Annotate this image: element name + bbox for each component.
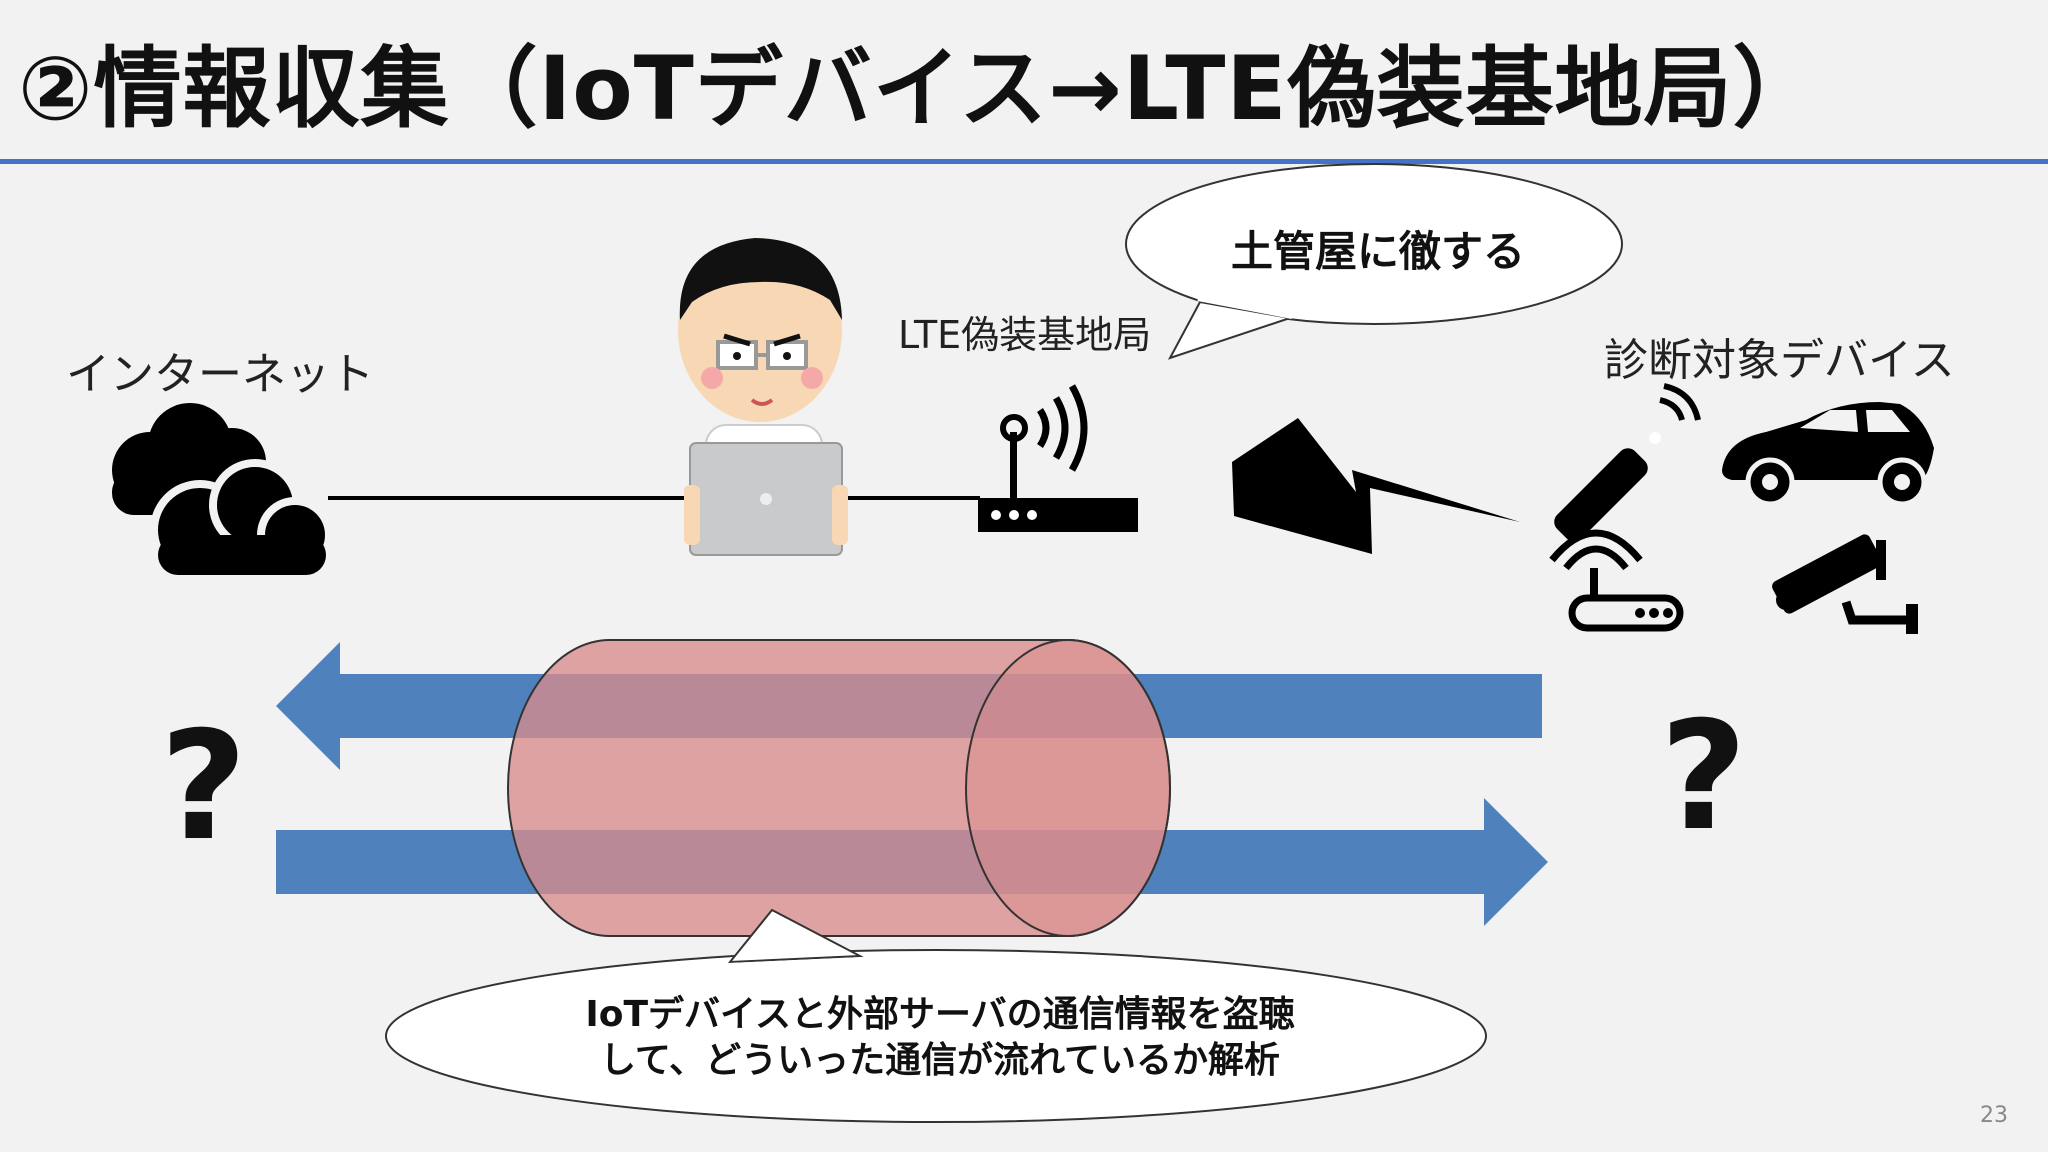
car-icon — [1722, 402, 1934, 507]
bottom-bubble-line-1: IoTデバイスと外部サーバの通信情報を盗聴 — [585, 994, 1295, 1035]
question-mark-right: ? — [1660, 690, 1748, 864]
pipe-icon — [507, 639, 1171, 937]
title-divider — [0, 159, 2048, 164]
speech-bubble-top — [1125, 163, 1623, 360]
person-laptop-icon — [678, 238, 848, 556]
internet-label: インターネット — [66, 349, 374, 400]
page-number: 23 — [1980, 1103, 2008, 1128]
question-mark-left: ? — [160, 700, 248, 874]
remote-icon — [1554, 383, 1701, 542]
page-title: ②情報収集（IoTデバイス→LTE偽装基地局） — [18, 37, 1822, 140]
bottom-bubble-line-2: して、どういった通信が流れているか解析 — [599, 1040, 1281, 1081]
top-bubble-text: 土管屋に徹する — [1230, 227, 1525, 276]
wifi-router-icon — [1549, 529, 1684, 632]
security-camera-icon — [1772, 534, 1918, 634]
lightning-icon — [1232, 418, 1520, 554]
lte-router-icon — [978, 384, 1138, 532]
lte-station-label: LTE偽装基地局 — [898, 313, 1152, 357]
bottom-bubble-text: IoTデバイスと外部サーバの通信情報を盗聴 して、どういった通信が流れているか解… — [440, 992, 1440, 1084]
speech-bubble-bottom — [385, 908, 1487, 1123]
target-devices-label: 診断対象デバイス — [1604, 335, 1955, 386]
cloud-icon — [112, 403, 333, 580]
